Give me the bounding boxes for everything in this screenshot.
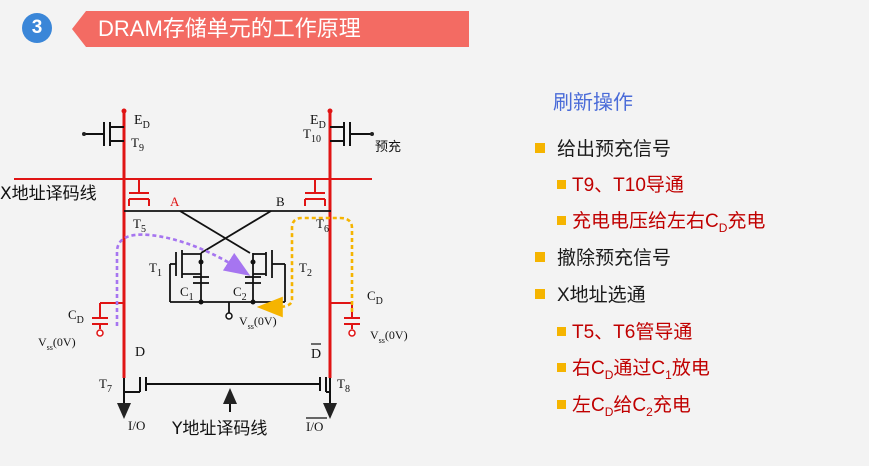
label-t1: T1 <box>149 260 162 279</box>
right-cd-discharge-path <box>256 216 354 318</box>
label-vss-right: Vss(0V) <box>370 328 408 345</box>
dram-cell-circuit: ED ED T9 T10 预充 X地址译码线 A B T5 T6 T1 T2 C… <box>0 108 408 439</box>
node-c1-bot <box>198 299 204 305</box>
sub-step-item: T9、T10导通 <box>557 174 684 198</box>
t10-transistor <box>330 122 372 146</box>
bullet-icon <box>557 216 566 225</box>
bullet-icon <box>557 180 566 189</box>
label-cd-right: CD <box>367 288 383 307</box>
t5-transistor <box>128 179 150 206</box>
subscript: D <box>604 367 614 382</box>
label-t10: T10 <box>303 126 321 145</box>
left-cd-charge-path <box>115 233 251 326</box>
subscript: 1 <box>665 367 672 382</box>
subscript: 2 <box>646 404 653 419</box>
label-ed-left: ED <box>134 113 150 131</box>
precharge-node-left <box>82 132 86 136</box>
label-x-decoder: X地址译码线 <box>0 184 97 204</box>
label-line-dbar: D <box>311 347 321 362</box>
vcc-right-node <box>327 108 333 114</box>
label-io-right: I/O <box>306 419 323 434</box>
step-text: 充电电压给左右C <box>572 211 719 232</box>
t9-transistor <box>84 122 124 146</box>
label-t7: T7 <box>99 376 112 395</box>
label-t2: T2 <box>299 260 312 279</box>
step-text: 左C <box>572 395 605 416</box>
label-t9: T9 <box>131 135 144 154</box>
label-io-left: I/O <box>128 418 145 433</box>
vcc-left-node <box>121 108 127 114</box>
cd-right-vss <box>348 329 356 337</box>
label-c2: C2 <box>233 284 247 303</box>
bullet-icon <box>557 400 566 409</box>
step-item: 撤除预充信号 <box>535 247 671 271</box>
ground-terminal <box>225 312 233 320</box>
sub-step-item: 左CD给C2充电 <box>557 394 691 424</box>
cd-left-vss <box>96 329 104 337</box>
step-text: 放电 <box>671 358 710 379</box>
bullet-icon <box>557 327 566 336</box>
label-t6: T6 <box>316 216 329 235</box>
bullet-icon <box>535 143 545 153</box>
label-vss-left: Vss(0V) <box>38 335 76 352</box>
step-text: 充电 <box>652 395 691 416</box>
subscript: D <box>604 404 614 419</box>
label-precharge: 预充 <box>375 139 401 155</box>
label-vss-mid: Vss(0V) <box>239 314 277 331</box>
label-ed-right: ED <box>310 113 326 131</box>
label-node-a: A <box>170 194 180 209</box>
step-text: T9、T10导通 <box>572 175 684 196</box>
title-banner <box>72 11 469 47</box>
subscript: D <box>718 220 728 235</box>
step-item: X地址选通 <box>535 284 646 308</box>
node-c1-top <box>198 259 204 265</box>
step-text: 右C <box>572 358 605 379</box>
section-number-badge: 3 <box>22 13 52 43</box>
label-t5: T5 <box>133 216 146 235</box>
sub-step-item: 充电电压给左右CD充电 <box>557 210 765 240</box>
sub-step-item: T5、T6管导通 <box>557 321 692 345</box>
precharge-node-right <box>370 132 374 136</box>
t6-transistor <box>304 179 326 206</box>
label-t8: T8 <box>337 376 350 395</box>
cd-right-capacitor <box>330 302 360 329</box>
step-text: 给C <box>613 395 647 416</box>
step-text: X地址选通 <box>557 285 646 306</box>
step-text: T5、T6管导通 <box>572 322 693 343</box>
label-y-decoder: Y地址译码线 <box>171 419 267 439</box>
bullet-icon <box>557 363 566 372</box>
step-text: 撤除预充信号 <box>557 248 672 269</box>
step-text: 通过C <box>613 358 666 379</box>
bullet-icon <box>535 289 545 299</box>
step-text: 给出预充信号 <box>557 139 672 160</box>
cd-left-capacitor <box>92 302 124 329</box>
sub-step-item: 右CD通过C1放电 <box>557 357 710 387</box>
bullet-icon <box>535 252 545 262</box>
label-cd-left: CD <box>68 307 84 326</box>
label-c1: C1 <box>180 284 194 303</box>
step-text: 充电 <box>727 211 766 232</box>
page-title: DRAM存储单元的工作原理 <box>98 16 361 41</box>
bit-lines <box>122 112 332 378</box>
t7-t8-select <box>117 377 337 419</box>
label-line-d: D <box>135 345 145 360</box>
step-item: 给出预充信号 <box>535 138 671 162</box>
section-heading: 刷新操作 <box>553 92 633 114</box>
label-node-b: B <box>276 194 285 209</box>
node-c2-top <box>250 259 256 265</box>
node-c2-bot <box>250 299 256 305</box>
